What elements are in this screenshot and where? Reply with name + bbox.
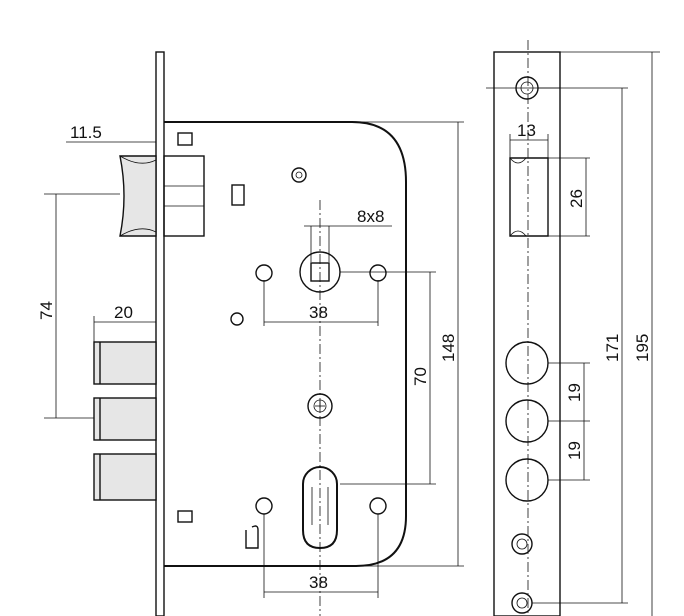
dim-11-5: 11.5: [70, 123, 102, 142]
dim-8x8: 8x8: [357, 207, 384, 226]
dim-13: 13: [517, 121, 536, 140]
dim-19-upper: 19: [565, 383, 584, 402]
latch-bolt: [119, 155, 205, 237]
dim-195: 195: [633, 334, 652, 362]
dim-70: 70: [411, 367, 430, 386]
deadbolt-rollers: [93, 341, 157, 501]
dim-74: 74: [37, 301, 56, 320]
lock-case: [164, 121, 407, 616]
dim-38-cylinder: 38: [309, 573, 328, 592]
dim-148: 148: [439, 334, 458, 362]
faceplate-side: [155, 51, 165, 616]
dim-26: 26: [567, 189, 586, 208]
dim-19-lower: 19: [565, 441, 584, 460]
dim-38-handle: 38: [309, 303, 328, 322]
dim-171: 171: [603, 334, 622, 362]
dimension-lines: [44, 51, 660, 616]
dim-20: 20: [114, 303, 133, 322]
